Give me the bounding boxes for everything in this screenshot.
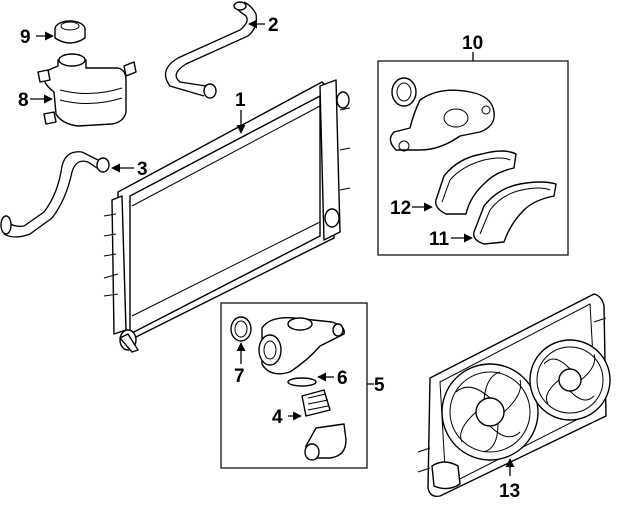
- thermostat-housing-part: [258, 317, 345, 375]
- reservoir-cap-part: [54, 20, 86, 44]
- callout-labels: 9 8 2 3 1 10 12 11 7 6 5 4 13: [18, 15, 520, 502]
- water-pump-gasket-lower-part: [473, 181, 557, 245]
- thermostat-seal-part: [230, 316, 252, 342]
- cooling-fan-assembly-part: [417, 293, 611, 498]
- thermostat-gasket-part: [287, 377, 317, 387]
- water-pump-part: [389, 77, 495, 152]
- callout-4: 4: [272, 407, 283, 428]
- callout-11: 11: [429, 229, 450, 250]
- callout-5: 5: [374, 375, 385, 396]
- callout-7: 7: [234, 366, 245, 387]
- callout-8: 8: [18, 90, 29, 111]
- thermostat-group-frame: [220, 302, 368, 469]
- callout-12: 12: [390, 198, 411, 219]
- callout-10: 10: [462, 33, 483, 54]
- callout-6: 6: [337, 368, 348, 389]
- callout-1: 1: [235, 90, 246, 111]
- callout-9: 9: [20, 27, 31, 48]
- lower-hose-part: [0, 151, 110, 238]
- callout-13: 13: [499, 481, 520, 502]
- water-outlet-part: [304, 423, 347, 461]
- upper-hose-part: [164, 1, 257, 99]
- leader-lines: [30, 19, 515, 476]
- callout-2: 2: [268, 15, 279, 36]
- coolant-reservoir-part: [37, 53, 137, 127]
- callout-3: 3: [137, 159, 148, 180]
- thermostat-part: [301, 389, 331, 417]
- water-pump-gasket-upper-part: [435, 150, 517, 215]
- radiator-part: [103, 79, 351, 353]
